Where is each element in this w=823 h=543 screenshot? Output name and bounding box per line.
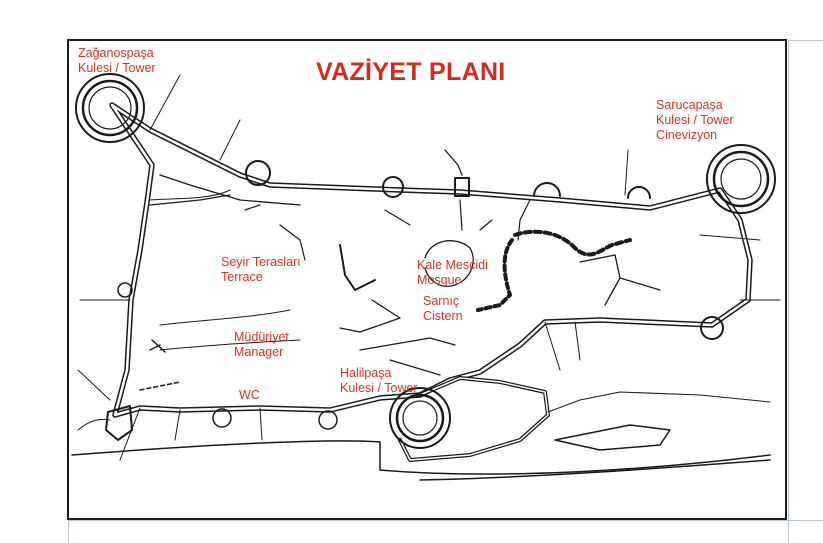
label-sarucapasa-tower: Sarucapaşa Kulesi / Tower Cinevizyon [656,98,734,143]
label-kale-mescidi: Kale Mescidi Mosque [417,258,488,288]
label-zaganospasa-line1: Zağanospaşa [78,46,154,60]
label-mescit-line1: Kale Mescidi [417,258,488,272]
label-halilpasa-line2: Kulesi / Tower [340,381,418,395]
label-mudur-manager: Müdüriyet Manager [234,330,289,360]
label-mudur-line2: Manager [234,345,284,359]
zaganospasa-tower-outer [75,73,145,143]
guide-line-right [788,40,789,543]
mosque-curved-path [513,229,632,257]
label-zaganospasa-tower: Zağanospaşa Kulesi / Tower [78,46,156,76]
outer-wall-inner [110,103,752,417]
guide-line-top [788,40,823,41]
road-edge [71,440,771,475]
label-seyir-line2: Terrace [221,270,263,284]
halilpasa-tower-outer [389,387,451,449]
guide-line-left-tick [68,520,69,543]
label-sarnic-line2: Cistern [423,309,463,323]
label-sarucapasa-line3: Cinevizyon [656,128,718,142]
label-sarucapasa-line1: Sarucapaşa [656,98,723,112]
label-sarnic-line1: Sarnıç [423,294,460,308]
label-zaganospasa-line2: Kulesi / Tower [78,61,156,75]
plan-title: VAZİYET PLANI [316,58,506,86]
label-mescit-line2: Mosque [417,273,462,287]
guide-line-bottom [68,520,823,521]
sarucapasa-tower-outer [706,144,776,214]
label-halilpasa-tower: Halilpaşa Kulesi / Tower [340,366,418,396]
label-wc: WC [239,388,260,403]
label-seyir-line1: Seyir Terasları [221,255,301,269]
ramp [554,424,671,451]
label-halilpasa-line1: Halilpaşa [340,366,392,380]
label-sarnic-cistern: Sarnıç Cistern [423,294,463,324]
label-mudur-line1: Müdüriyet [234,330,289,344]
label-seyir-terrace: Seyir Terasları Terrace [221,255,301,285]
label-sarucapasa-line2: Kulesi / Tower [656,113,734,127]
label-wc-line1: WC [239,388,260,402]
